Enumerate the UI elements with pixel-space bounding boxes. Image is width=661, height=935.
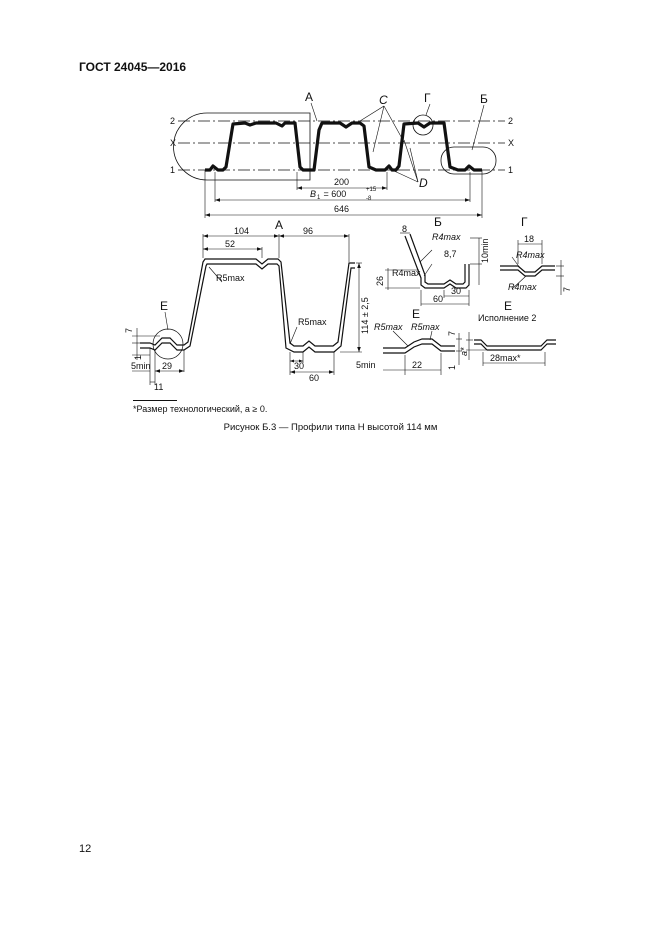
dim-a-11: 11: [154, 382, 163, 392]
radius-e1-r5max-1: R5max: [374, 322, 403, 332]
dim-e2-28max: 28max*: [490, 353, 521, 363]
svg-text:-8: -8: [366, 196, 372, 202]
dim-b-87: 8,7: [444, 249, 457, 259]
dim-b-30: 30: [451, 286, 461, 296]
dim-104: 104: [234, 226, 249, 236]
dim-e1-22: 22: [412, 360, 422, 370]
dim-b-10min: 10min: [480, 238, 490, 263]
left-highlight-outline: [173, 112, 311, 181]
view-label-g: Г: [424, 91, 431, 105]
dim-e1-7: 7: [447, 331, 457, 336]
document-header: ГОСТ 24045—2016: [79, 60, 187, 74]
footnote-separator: [133, 400, 177, 401]
footnote-text: Размер технологический, a ≥ 0.: [136, 404, 268, 414]
svg-text:= 600: = 600: [321, 189, 346, 199]
radius-b-r4max-2: R4max: [392, 268, 421, 278]
axis-x-label-left: X: [170, 138, 176, 148]
axis-x-label-right: X: [508, 138, 514, 148]
detail-g-title: Г: [521, 215, 528, 229]
dim-height: 114 ± 2,5: [360, 297, 370, 334]
detail-e-circle: [152, 328, 184, 360]
detail-e2-variant: Исполнение 2: [478, 313, 536, 323]
dim-b-8: 8: [402, 224, 407, 234]
footnote: *Размер технологический, a ≥ 0.: [133, 404, 267, 414]
dim-e1-1: 1: [447, 365, 457, 370]
svg-text:B: B: [310, 189, 316, 199]
dim-b1: B 1 = 600 +15 -8: [310, 187, 377, 202]
detail-e-marker: Е: [160, 299, 168, 313]
line-1-label-left: 1: [170, 165, 175, 175]
dim-a-30: 30: [294, 361, 304, 371]
radius-e1-r5max-2: R5max: [411, 322, 440, 332]
radius-g-r4max-1: R4max: [516, 250, 545, 260]
view-label-c: С: [379, 93, 388, 107]
view-label-d: D: [419, 176, 428, 190]
radius-r5max-2: R5max: [298, 317, 327, 327]
detail-e1-title: Е: [412, 307, 420, 321]
radius-g-r4max-2: R4max: [508, 282, 537, 292]
dim-g-18: 18: [524, 234, 534, 244]
profile-outline: [205, 121, 482, 172]
dim-a-7: 7: [124, 328, 134, 333]
dim-52: 52: [225, 239, 235, 249]
dim-b-26: 26: [375, 276, 385, 286]
line-2-label-left: 2: [170, 116, 175, 126]
dim-a-29: 29: [162, 361, 172, 371]
dim-e1-5min: 5min: [356, 360, 376, 370]
view-label-a: А: [305, 90, 313, 104]
dim-e2-a: a*: [459, 347, 469, 356]
dim-a-60: 60: [309, 373, 319, 383]
figure-caption: Рисунок Б.3 — Профили типа Н высотой 114…: [223, 422, 438, 433]
detail-b-title: Б: [434, 215, 442, 229]
dim-a-5min: 5min: [131, 361, 151, 371]
svg-text:+15: +15: [366, 187, 377, 193]
detail-g-circle: [412, 114, 434, 136]
dim-g-7: 7: [562, 287, 572, 292]
view-label-b: Б: [480, 92, 488, 106]
radius-r5max-1: R5max: [216, 273, 245, 283]
line-2-label-right: 2: [508, 116, 513, 126]
dim-96: 96: [303, 226, 313, 236]
detail-e2-title: Е: [504, 299, 512, 313]
dim-b-60: 60: [433, 294, 443, 304]
svg-text:1: 1: [317, 195, 321, 201]
radius-b-r4max-1: R4max: [432, 232, 461, 242]
detail-a-title: А: [275, 218, 283, 232]
dim-200: 200: [334, 177, 349, 187]
right-highlight-outline: [440, 146, 497, 175]
line-1-label-right: 1: [508, 165, 513, 175]
dim-646: 646: [334, 204, 349, 214]
footnote-star: *: [133, 404, 137, 414]
dim-a-1: 1: [133, 355, 143, 360]
page-number: 12: [79, 843, 92, 855]
